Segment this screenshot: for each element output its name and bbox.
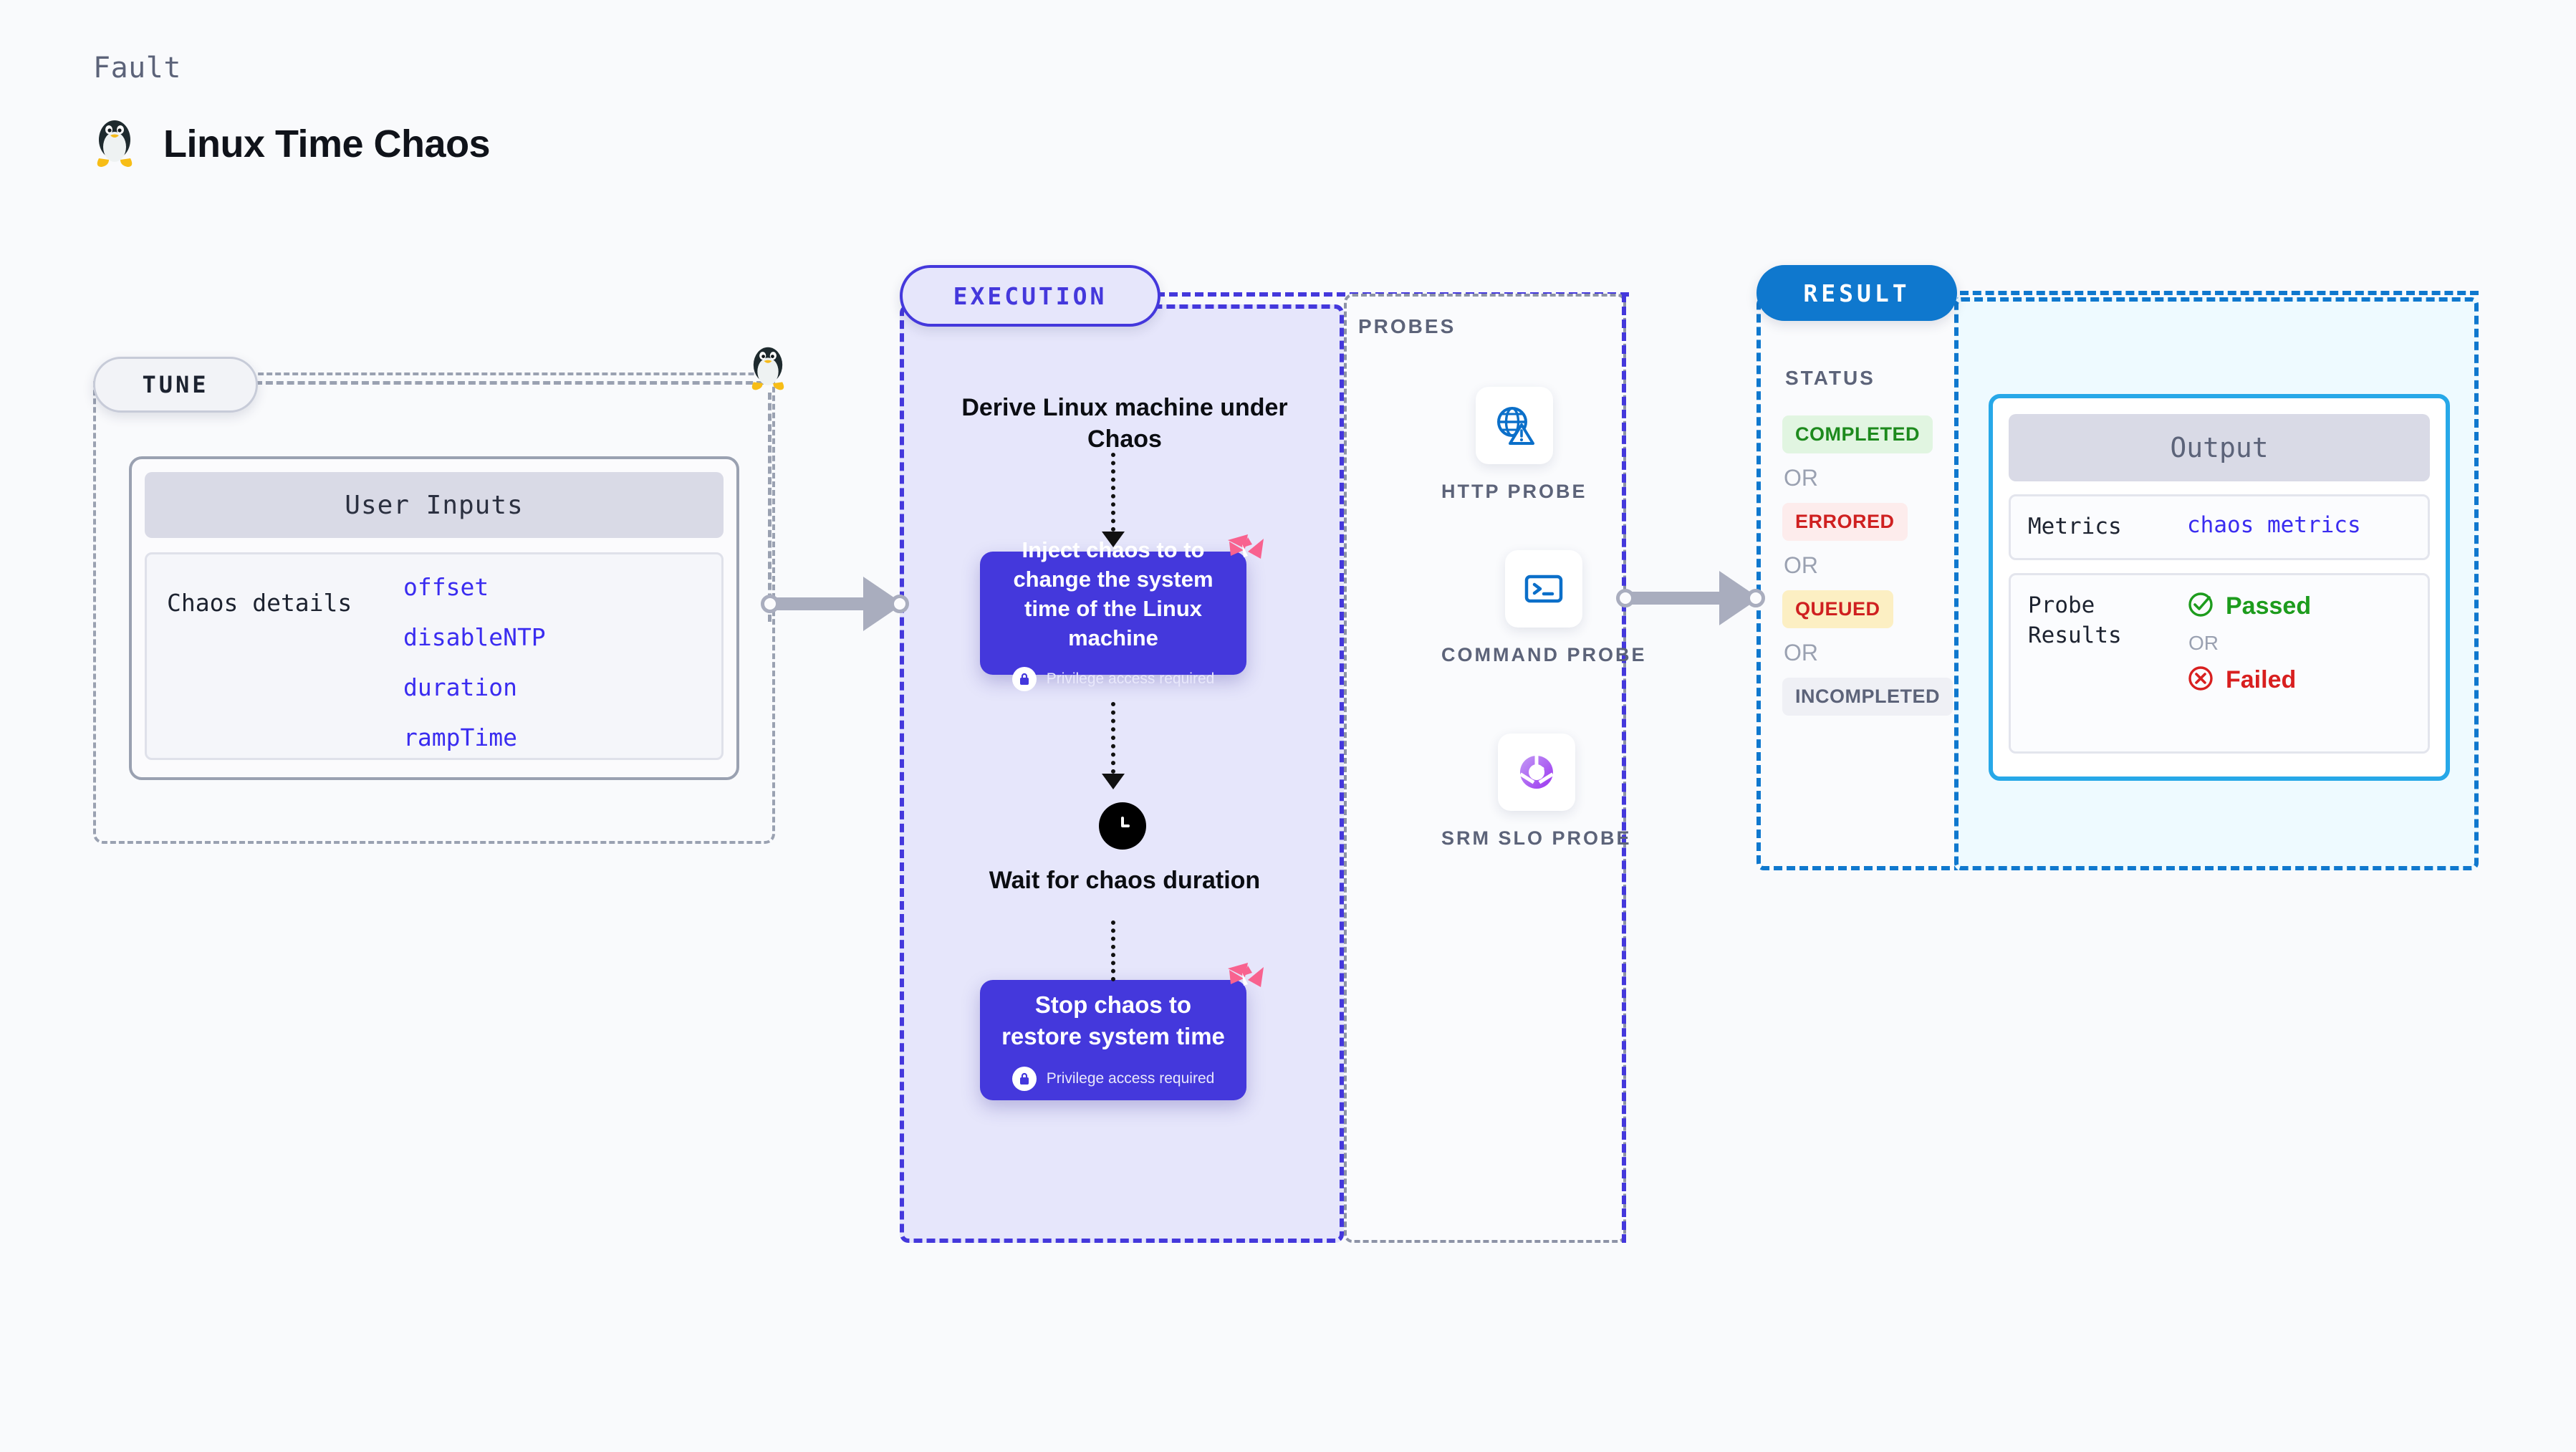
probe-result-or: OR [2188,631,2219,654]
globe-warning-icon [1475,387,1553,464]
connector-2-start-dot [1616,589,1635,607]
page-title-row: Linux Time Chaos [92,118,491,170]
status-or-2: OR [1784,552,1818,578]
status-badge-errored: ERRORED [1782,503,1908,541]
probes-section-label: PROBES [1358,315,1456,337]
probe-item-srm-slo[interactable]: SRM SLO PROBE [1441,734,1632,851]
linux-penguin-marker-icon [746,345,789,396]
output-probe-results-key: Probe Results [2028,592,2122,648]
output-card: Output Metrics chaos metrics Probe Resul… [1989,394,2450,781]
lock-icon [1011,667,1037,692]
chaos-details-row: Chaos details offset disableNTP duration… [145,552,724,760]
lock-icon [1011,1066,1037,1091]
probe-label-http: HTTP PROBE [1441,481,1587,502]
terminal-prompt-icon [1505,550,1583,628]
x-circle-icon [2187,665,2214,696]
flow-arrow-2-head [1102,774,1125,789]
tune-vertical-dashed-connector [768,393,772,622]
stop-privilege-row: Privilege access required [1011,1066,1215,1091]
status-or-3: OR [1784,640,1818,665]
probe-result-passed-label: Passed [2226,592,2312,620]
tune-dashed-connector [255,381,764,385]
derive-machine-step-label: Derive Linux machine under Chaos [961,394,1288,453]
inject-chaos-title: Inject chaos to to change the system tim… [1013,537,1213,651]
chaos-input-offset[interactable]: offset [403,573,489,601]
status-or-1: OR [1784,465,1818,491]
connector-2-line [1625,592,1732,605]
probe-item-http[interactable]: HTTP PROBE [1441,387,1587,504]
chaos-input-duration[interactable]: duration [403,673,517,701]
srm-slo-donut-check-icon [1497,734,1575,811]
probe-result-failed: Failed [2187,665,2311,696]
flow-arrow-2-line [1111,702,1115,774]
fault-eyebrow-label: Fault [93,52,181,85]
harness-logo-icon [1224,960,1268,1008]
status-section-label: STATUS [1785,367,1875,389]
result-dashed-connector [1960,291,2479,295]
probe-result-passed: Passed [2187,591,2311,622]
probe-result-failed-label: Failed [2226,665,2297,693]
flow-arrow-1-line [1111,453,1115,532]
probe-label-command: COMMAND PROBE [1441,644,1647,665]
output-card-header: Output [2009,414,2430,481]
stop-privilege-text: Privilege access required [1046,1069,1215,1087]
output-probe-results-row: Probe Results Passed OR [2009,572,2430,754]
connector-1-line [770,597,878,610]
output-metrics-row: Metrics chaos metrics [2009,494,2430,560]
output-metrics-value[interactable]: chaos metrics [2187,512,2361,538]
output-metrics-key: Metrics [2028,514,2122,539]
chaos-input-ramptime[interactable]: rampTime [403,723,517,751]
chaos-input-disablentp[interactable]: disableNTP [403,623,546,651]
stop-chaos-block[interactable]: Stop chaos to restore system time Privil… [980,963,1264,1100]
chaos-details-label: Chaos details [167,589,352,617]
connector-2-end-dot [1746,589,1765,607]
connector-1-end-dot [890,595,909,613]
probe-label-srm-slo: SRM SLO PROBE [1441,827,1632,849]
probe-result-values: Passed OR Failed [2187,591,2311,736]
status-badge-queued: QUEUED [1782,590,1893,628]
tune-pill-label[interactable]: TUNE [93,357,258,413]
user-inputs-card: User Inputs Chaos details offset disable… [129,456,739,780]
result-pill-label[interactable]: RESULT [1756,265,1957,321]
stop-chaos-title: Stop chaos to restore system time [1001,991,1225,1049]
inject-privilege-text: Privilege access required [1046,670,1215,688]
connector-1-start-dot [761,595,779,613]
execution-pill-label[interactable]: EXECUTION [900,265,1160,327]
status-badge-completed: COMPLETED [1782,415,1933,453]
status-badge-incompleted: INCOMPLETED [1782,678,1953,716]
inject-privilege-row: Privilege access required [1011,667,1215,692]
user-inputs-header: User Inputs [145,472,724,538]
wait-duration-step-label: Wait for chaos duration [989,867,1261,894]
probe-item-command[interactable]: COMMAND PROBE [1441,550,1647,668]
result-status-panel [1756,297,1963,870]
flow-arrow-3-line [1111,920,1115,981]
page-title: Linux Time Chaos [163,122,491,165]
harness-logo-icon [1224,532,1268,580]
check-circle-icon [2187,591,2214,622]
chaos-details-value-list: offset disableNTP duration rampTime [403,573,546,758]
linux-penguin-icon [92,118,138,170]
probes-panel-right-edge [1622,294,1626,1243]
flow-arrow-1-head [1102,532,1125,547]
inject-chaos-block[interactable]: Inject chaos to to change the system tim… [980,534,1264,692]
status-badge-stack: COMPLETED OR ERRORED OR QUEUED OR INCOMP… [1782,415,1953,716]
clock-icon [1099,802,1146,850]
